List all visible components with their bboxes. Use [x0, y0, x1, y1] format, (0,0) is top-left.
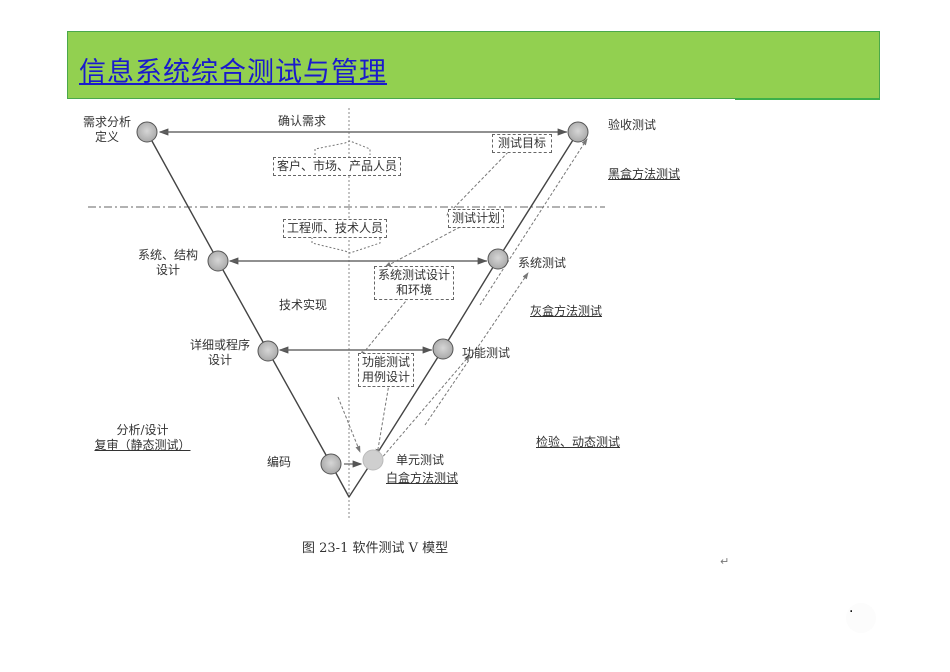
- figure-caption: 图 23-1 软件测试 V 模型: [302, 541, 449, 556]
- label-gray-box: 灰盒方法测试: [530, 304, 603, 318]
- label-coding: 编码: [267, 455, 292, 469]
- node-coding: [320, 453, 342, 475]
- slide-title[interactable]: 信息系统综合测试与管理: [79, 57, 387, 88]
- v-model-diagram: [88, 108, 605, 518]
- label-acceptance-test: 验收测试: [608, 118, 657, 132]
- node-requirements: [136, 121, 158, 143]
- label-system-test: 系统测试: [518, 256, 567, 270]
- title-accent-strip: [735, 98, 880, 100]
- slide-title-bar: 信息系统综合测试与管理: [67, 31, 880, 100]
- label-function-test: 功能测试: [462, 346, 511, 360]
- paragraph-return-icon: ↵: [720, 555, 730, 568]
- node-system-design: [207, 250, 229, 272]
- node-detail-design: [257, 340, 279, 362]
- box-customers: 客户、市场、产品人员: [273, 157, 402, 176]
- node-system-test: [487, 248, 509, 270]
- label-static-test: 分析/设计 复审（静态测试）: [94, 423, 191, 452]
- box-test-plan: 测试计划: [448, 209, 505, 228]
- label-detail-design: 详细或程序 设计: [189, 338, 250, 367]
- box-function-test-case: 功能测试 用例设计: [358, 353, 415, 387]
- box-test-goal: 测试目标: [492, 134, 552, 153]
- label-tech-implementation: 技术实现: [279, 298, 328, 312]
- label-unit-test: 单元测试: [396, 453, 445, 467]
- v-model-figure: 需求分析 定义 系统、结构 设计 详细或程序 设计 编码 验收测试 系统测试 功…: [80, 105, 730, 575]
- box-system-test-design: 系统测试设计 和环境: [374, 266, 455, 300]
- label-confirm-requirements: 确认需求: [278, 114, 327, 128]
- label-black-box: 黑盒方法测试: [608, 167, 681, 181]
- node-acceptance-test: [567, 121, 589, 143]
- label-dynamic-test: 检验、动态测试: [536, 435, 621, 449]
- label-white-box: 白盒方法测试: [386, 471, 459, 485]
- node-unit-test: [362, 449, 384, 471]
- box-engineers: 工程师、技术人员: [283, 219, 388, 238]
- label-requirements: 需求分析 定义: [82, 115, 131, 144]
- label-system-design: 系统、结构 设计: [137, 248, 198, 277]
- page-indicator: ·: [846, 603, 876, 633]
- node-function-test: [432, 338, 454, 360]
